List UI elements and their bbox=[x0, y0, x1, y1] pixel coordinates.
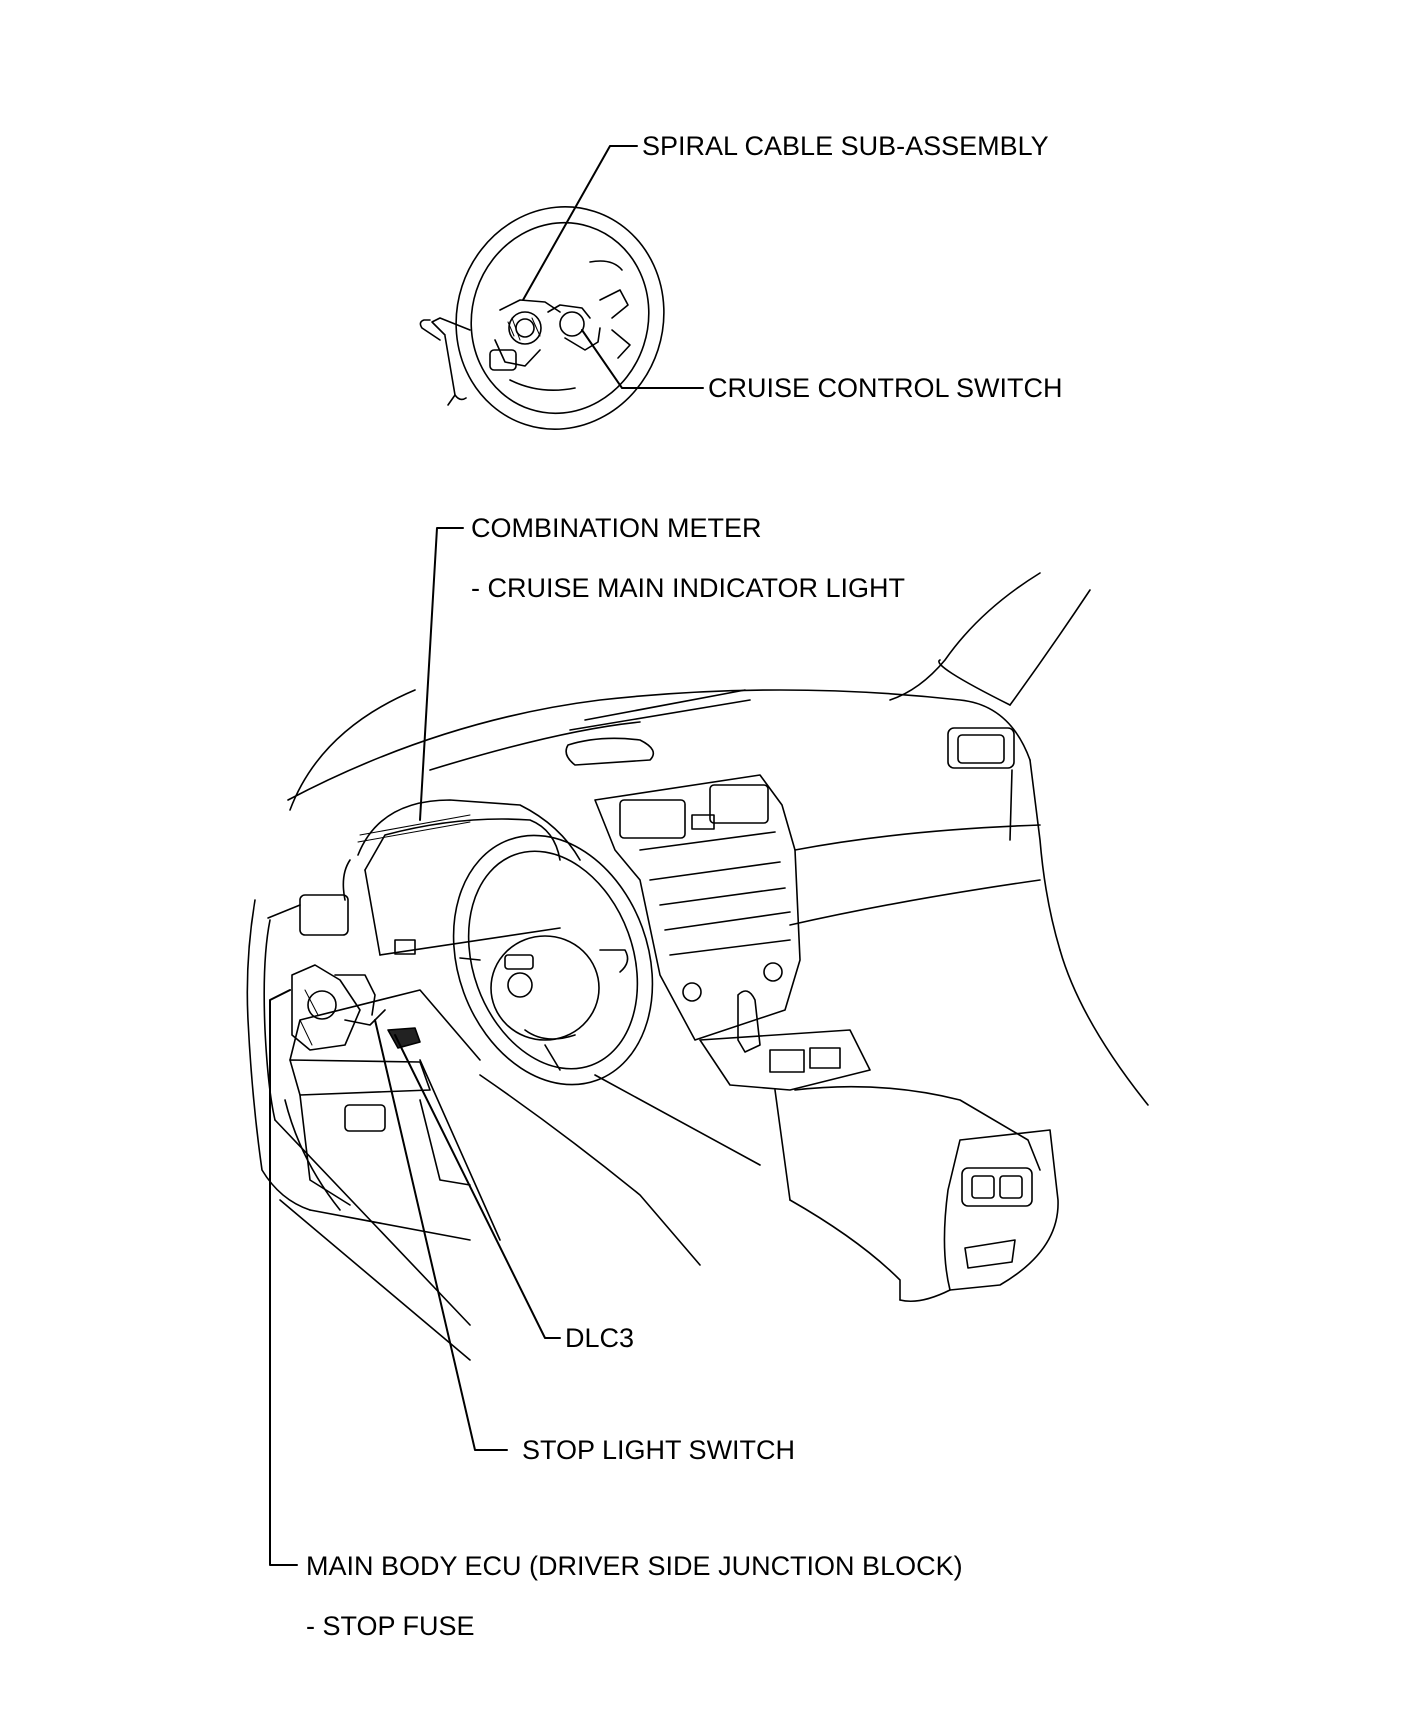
dlc3-label: DLC3 bbox=[565, 1323, 635, 1353]
cruise-indicator-label: - CRUISE MAIN INDICATOR LIGHT bbox=[471, 573, 906, 603]
main-body-ecu-label: MAIN BODY ECU (DRIVER SIDE JUNCTION BLOC… bbox=[306, 1551, 963, 1581]
dashboard-drawing bbox=[246, 572, 1149, 1361]
stop-light-switch-label: STOP LIGHT SWITCH bbox=[522, 1435, 796, 1465]
steering-wheel-detail bbox=[419, 206, 665, 430]
spiral-cable-label: SPIRAL CABLE SUB-ASSEMBLY bbox=[642, 131, 1049, 161]
cruise-control-switch-label: CRUISE CONTROL SWITCH bbox=[708, 373, 1063, 403]
combination-meter-label: COMBINATION METER bbox=[471, 513, 762, 543]
stop-fuse-label: - STOP FUSE bbox=[306, 1611, 475, 1641]
